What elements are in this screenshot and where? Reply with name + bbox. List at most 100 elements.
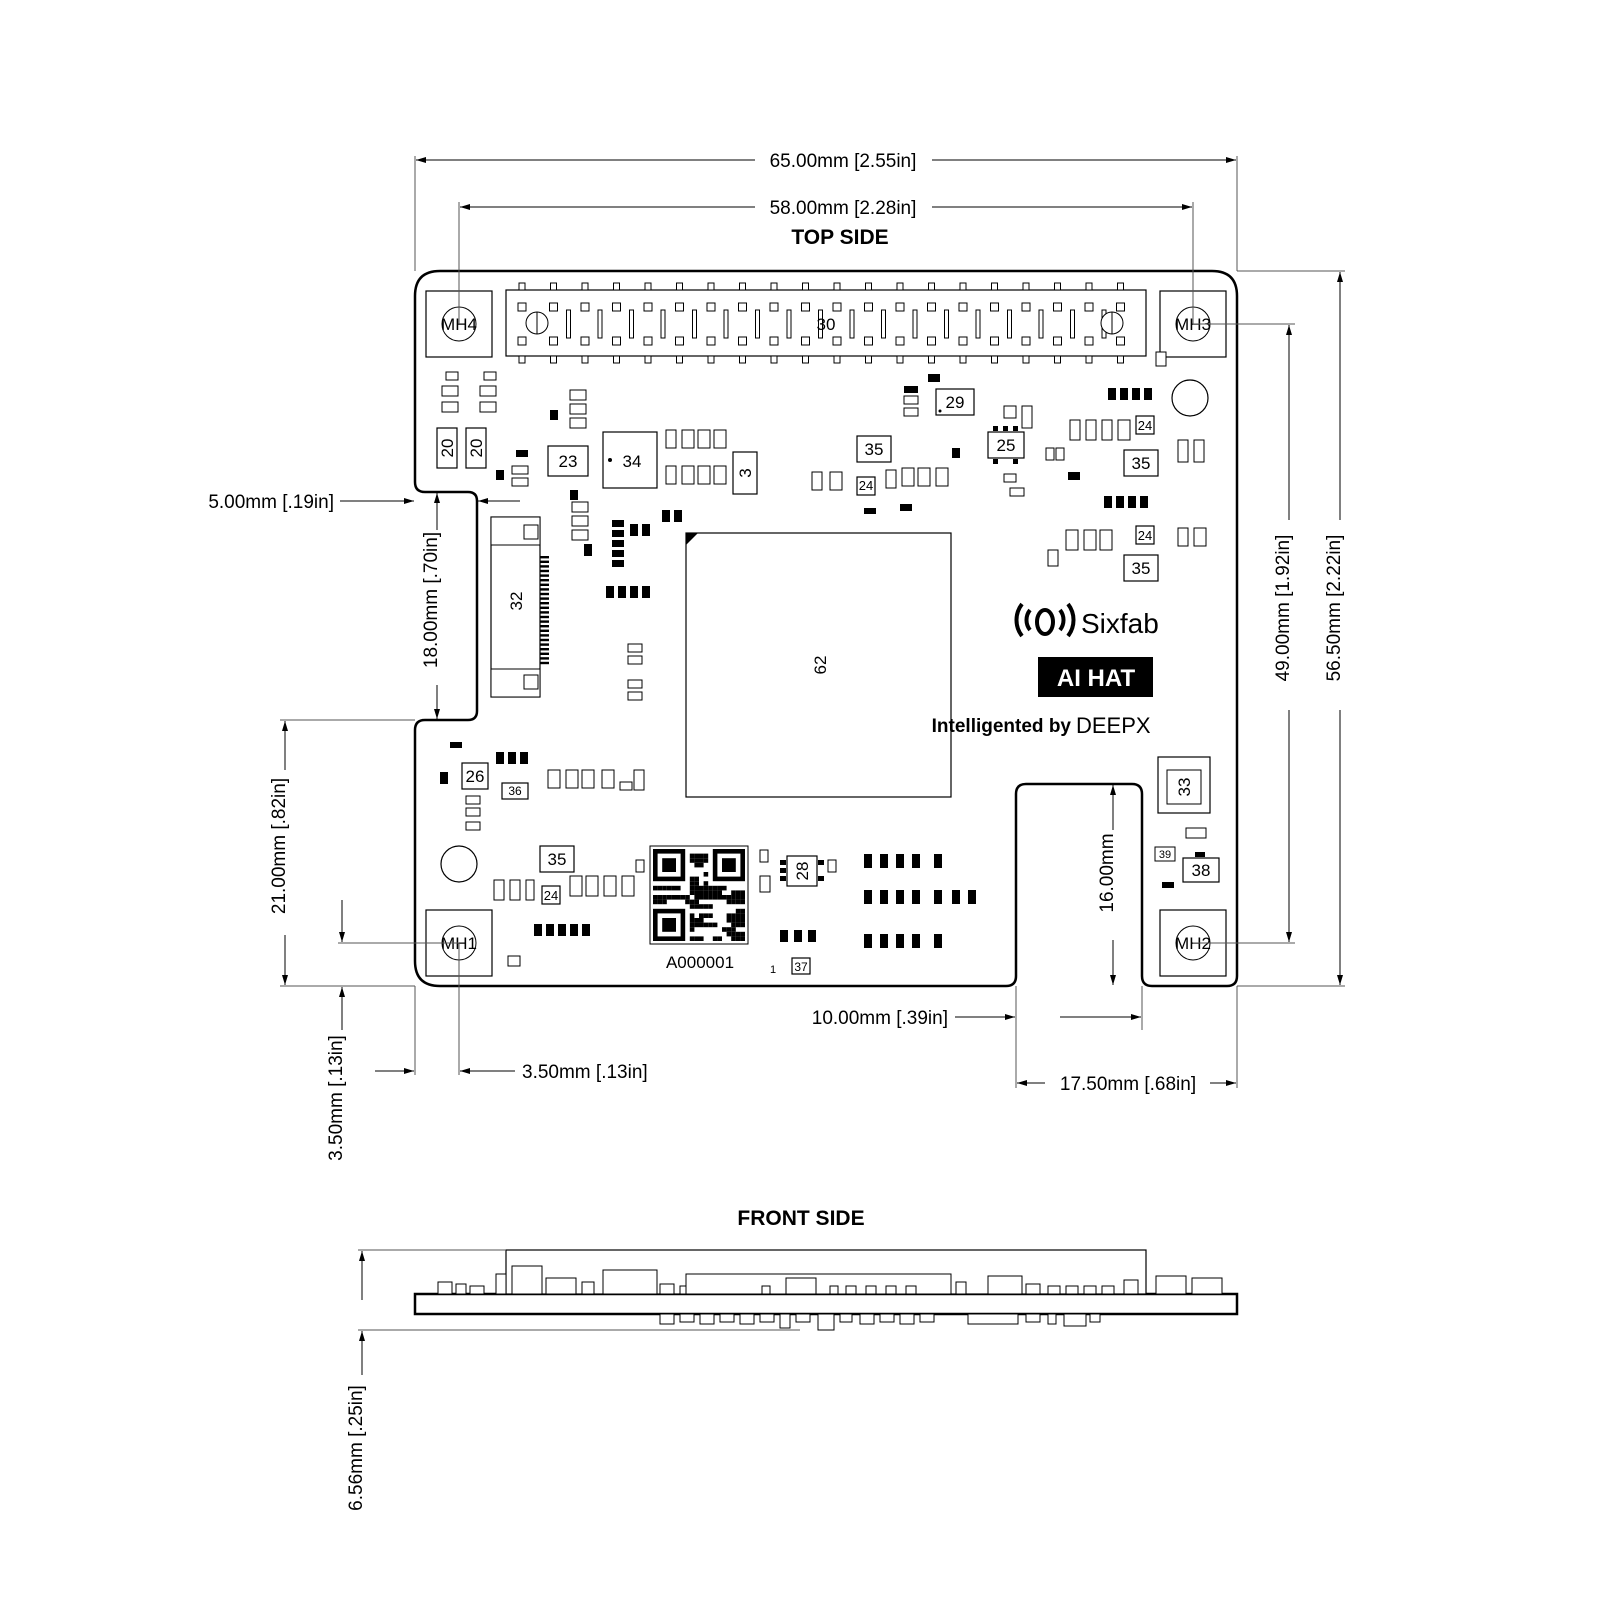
header-divider: [723, 309, 729, 339]
component-37: 37: [791, 957, 811, 975]
front-component: [581, 1281, 595, 1295]
qr-module: [731, 918, 736, 923]
passive-component: [619, 781, 633, 791]
fpc-pin: [540, 565, 549, 568]
header-divider: [660, 309, 666, 339]
header-divider: [1007, 309, 1012, 339]
qr-module: [676, 885, 681, 891]
passive-component: [465, 795, 481, 805]
front-component: [955, 1281, 967, 1295]
qr-module: [731, 936, 736, 941]
header-pad: [1021, 336, 1031, 346]
qr-module: [689, 858, 695, 863]
qr-module: [722, 927, 727, 932]
svg-text:23: 23: [559, 452, 578, 471]
qr-module: [694, 918, 699, 923]
qr-module: [708, 913, 713, 918]
passive-component: [1128, 496, 1136, 508]
product-name: AI HAT: [1057, 665, 1136, 692]
component-35c: 35: [1123, 554, 1159, 582]
passive-component: [511, 477, 529, 487]
dimension-width-overall: 65.00mm [2.55in]: [414, 151, 1238, 271]
qr-module: [699, 904, 704, 909]
passive-component: [496, 470, 504, 480]
passive-component: [1083, 529, 1097, 551]
svg-text:38: 38: [1192, 861, 1211, 880]
qr-module: [712, 922, 718, 928]
header-divider: [597, 309, 603, 339]
qr-module: [657, 895, 663, 900]
qr-module: [703, 881, 709, 886]
qr-module: [735, 931, 741, 937]
passive-component: [627, 643, 643, 653]
fiducial-top-right: [1171, 379, 1209, 417]
fpc-pin: [540, 602, 549, 605]
tagline-brand: DEEPX: [1076, 713, 1151, 738]
header-pad: [895, 336, 905, 346]
header-pin: [581, 355, 589, 364]
front-component: [739, 1313, 755, 1325]
front-component: [845, 1285, 857, 1295]
qr-module: [699, 853, 704, 859]
qr-module: [699, 890, 704, 895]
fpc-pin: [540, 583, 549, 586]
qr-code: A000001: [649, 845, 749, 972]
qr-module: [726, 927, 732, 932]
header-pad: [549, 336, 558, 346]
header-pad: [738, 302, 747, 312]
passive-component: [896, 890, 904, 904]
qr-module: [731, 899, 736, 905]
qr-module: [726, 895, 732, 900]
component-24a: 24: [856, 476, 876, 496]
passive-component: [759, 849, 769, 863]
qr-module: [740, 922, 745, 928]
svg-text:35: 35: [1132, 454, 1151, 473]
fpc-pin: [540, 579, 549, 582]
passive-component: [465, 807, 481, 817]
svg-text:34: 34: [623, 452, 642, 471]
passive-component: [516, 450, 528, 457]
passive-component: [1055, 447, 1065, 461]
passive-component: [1193, 439, 1205, 463]
passive-component: [1101, 419, 1113, 441]
qr-module: [689, 885, 695, 891]
header-pin: [676, 355, 683, 364]
passive-component: [571, 515, 589, 527]
svg-text:3: 3: [736, 468, 755, 477]
svg-text:33: 33: [1175, 778, 1194, 797]
qr-module: [708, 904, 713, 909]
passive-component: [581, 769, 595, 789]
qr-module: [735, 918, 741, 923]
qr-module: [694, 904, 699, 909]
front-component: [1191, 1277, 1223, 1295]
mh4-label: MH4: [441, 315, 477, 334]
qr-module: [722, 885, 727, 891]
passive-component: [569, 875, 583, 897]
header-pad: [580, 336, 590, 346]
header-pin: [928, 355, 935, 364]
fpc-pin: [540, 574, 549, 577]
component-24d: 24: [541, 885, 561, 905]
qr-module: [694, 885, 699, 891]
front-component: [761, 1285, 771, 1295]
passive-component: [912, 890, 920, 904]
fpc-connector: 32: [490, 516, 549, 698]
header-pad: [769, 336, 779, 346]
qr-module: [735, 922, 741, 928]
passive-component: [864, 890, 872, 904]
qr-module: [740, 899, 745, 905]
header-pad: [990, 336, 999, 346]
fpc-pin: [540, 560, 549, 563]
front-component: [839, 1313, 853, 1323]
passive-component: [508, 752, 516, 764]
header-divider: [912, 309, 918, 339]
svg-text:35: 35: [1132, 559, 1151, 578]
qr-module: [699, 913, 704, 918]
svg-text:17.50mm [.68in]: 17.50mm [.68in]: [1060, 1074, 1196, 1095]
brand-name: Sixfab: [1081, 608, 1159, 639]
passive-component: [697, 429, 711, 449]
fpc-pins: [540, 556, 549, 665]
fpc-pin: [540, 620, 549, 623]
passive-component: [525, 879, 535, 901]
passive-component: [547, 769, 561, 789]
